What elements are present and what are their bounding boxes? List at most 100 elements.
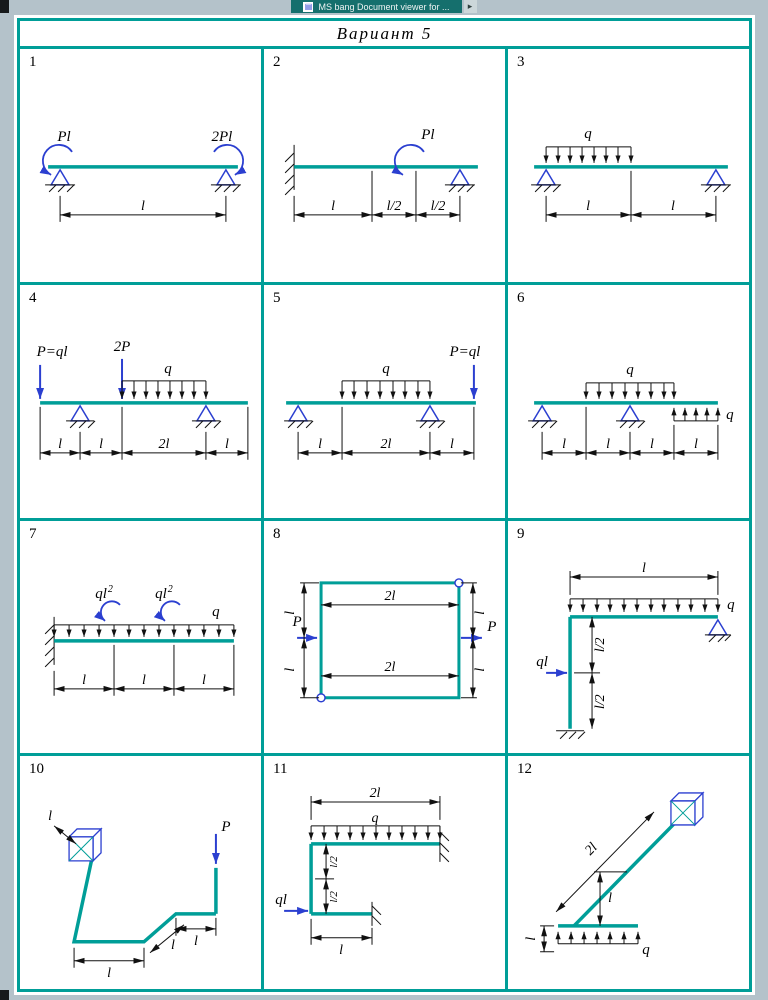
force-label: ql (536, 653, 548, 669)
fixed-wall-right (439, 826, 450, 863)
dim-label: l (650, 437, 654, 452)
inclined-member (572, 820, 678, 928)
cell-number: 6 (517, 289, 525, 306)
problem-cell-10: 10 P l l l (20, 756, 261, 989)
problem-cell-1: 1 Pl 2Pl l (20, 49, 261, 282)
dim-label: l (606, 437, 610, 452)
vertical-dimensions: l/2 l/2 (574, 616, 608, 729)
diagram-3d-inclined-rod: 2l l q (524, 791, 705, 958)
problem-cell-8: 8 P P 2l 2l l l (264, 520, 505, 754)
moment-label: Pl (420, 127, 434, 143)
load-label: q (584, 126, 592, 142)
dim-label: l (608, 891, 612, 906)
problem-cell-6: 6 (508, 284, 749, 518)
chevron-right-icon: ▸ (467, 1, 473, 11)
problem-cell-9: 9 q (508, 520, 749, 754)
diagram-cantilever-udl-moments: q ql2 ql2 l l l (44, 583, 237, 696)
dim-label: 2l (385, 659, 396, 674)
dim-label: l/2 (593, 637, 608, 652)
dimensions: l (59, 195, 227, 222)
dim-label: l (141, 199, 145, 214)
load-label: q (727, 596, 735, 612)
frame (319, 580, 461, 699)
screen-corner-top-left (0, 0, 9, 13)
variant-title: Вариант 5 (336, 23, 433, 43)
fixed-wall-bottom (371, 902, 382, 927)
screen-corner-bottom-left (0, 990, 9, 1000)
support-cube (67, 827, 103, 863)
load-label: q (164, 361, 172, 377)
dim-label: l (586, 199, 590, 214)
dim-label: l (225, 437, 229, 452)
moment-label-left: Pl (56, 129, 70, 145)
dim-label: l (48, 809, 52, 824)
titlebar-button[interactable]: ▸ (463, 0, 477, 13)
top-dimension: 2l (310, 786, 441, 821)
dim-label: l (473, 610, 488, 614)
load-label: q (642, 942, 650, 958)
top-dimension: l (569, 560, 719, 595)
force-label: ql (275, 892, 287, 908)
roller-support-right (704, 617, 732, 642)
problem-grid: Вариант 5 1 Pl 2Pl (17, 18, 752, 992)
dim-label: 2l (385, 588, 396, 603)
distributed-load: q (555, 932, 650, 958)
pin-support-left (45, 168, 76, 193)
bottom-dimension: l (310, 919, 373, 958)
cell-number: 10 (29, 761, 44, 778)
window-titlebar: ▤ MS bang Document viewer for ... ▸ (0, 0, 768, 13)
dim-label: l (562, 437, 566, 452)
diagram-beam-forces-udl: P=ql 2P q (36, 339, 249, 460)
dim-label: l (339, 943, 343, 958)
dim-label: l/2 (431, 199, 446, 214)
dim-label: l (524, 937, 539, 941)
distributed-load: q (308, 811, 443, 841)
document-page: Вариант 5 1 Pl 2Pl (14, 15, 755, 995)
fixed-support-bottom (556, 729, 586, 739)
dim-label: l (58, 437, 62, 452)
fixed-wall-left (284, 144, 295, 196)
cell-number: 12 (517, 761, 532, 778)
diagram-beam-two-moments: Pl 2Pl l (39, 129, 247, 222)
force-label: P=ql (36, 344, 68, 360)
left-dimension: l (524, 925, 555, 953)
dim-label: l/2 (328, 856, 340, 868)
cell-number: 3 (517, 54, 525, 70)
dim-label: l (450, 437, 454, 452)
dim-label: l (331, 199, 335, 214)
dim-label: 2l (370, 786, 381, 801)
diagram-frame-udl: q 2l l/2 l/2 ql (275, 786, 450, 958)
distributed-load: q (51, 603, 237, 637)
force-label: P=ql (448, 344, 480, 360)
moment-label-1: ql2 (95, 583, 113, 601)
dim-label: 2l (582, 841, 600, 859)
dim-label: l (142, 672, 146, 687)
problem-cell-11: 11 (264, 756, 505, 989)
dimensions: l l l l (541, 406, 719, 460)
fixed-wall-left (44, 616, 55, 667)
dim-label: l (82, 672, 86, 687)
moment-arc-2 (153, 599, 181, 622)
dimensions: l l 2l l (39, 406, 249, 460)
pin-support-right (210, 168, 241, 193)
cell-number: 5 (273, 289, 281, 306)
dimensions: l l/2 l/2 (293, 170, 461, 222)
moment-arc (391, 144, 425, 176)
roller-support-right (444, 168, 475, 193)
distributed-load-up: q (671, 407, 734, 423)
pin-support (284, 404, 314, 428)
moment-label-right: 2Pl (212, 129, 233, 145)
problem-cell-2: 2 Pl l l/2 l/2 (264, 49, 505, 282)
dim-label: 2l (381, 437, 392, 452)
dim-label: 2l (159, 437, 170, 452)
pin-support-left (528, 404, 558, 428)
load-label: q (212, 603, 220, 619)
cell-number: 4 (29, 289, 37, 306)
dim-label: l (473, 667, 488, 671)
distributed-load: q (339, 361, 433, 399)
diagram-l-frame: q l ql l/2 l/2 (536, 560, 735, 739)
viewer-title-pill[interactable]: ▤ MS bang Document viewer for ... (291, 0, 462, 13)
problem-cell-3: 3 q (508, 49, 749, 282)
roller-support (191, 404, 222, 428)
dim-label: l (283, 667, 298, 671)
